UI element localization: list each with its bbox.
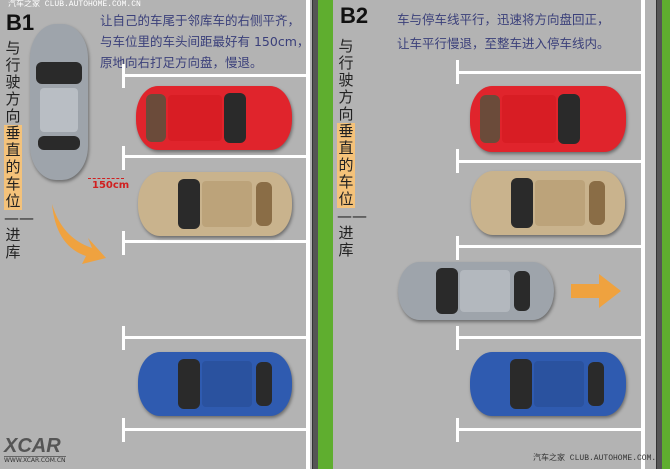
instruction-line: 原地向右打足方向盘，慢退。 <box>100 55 263 70</box>
instructions-b1: 让自己的车尾于邻库车的右侧平齐， 与车位里的车头间距最好有 150cm， 原地向… <box>100 10 309 73</box>
blue-car <box>138 352 292 416</box>
step-title-b2: B2 <box>340 3 369 28</box>
instruction-line: 让车平行慢退，至整车进入停车线内。 <box>397 36 610 51</box>
tan-car <box>471 171 625 235</box>
curb <box>656 0 662 469</box>
spot-line <box>457 71 643 74</box>
spot-marker <box>456 418 459 442</box>
spot-line <box>457 428 643 431</box>
distance-line <box>88 178 124 179</box>
instruction-line: 让自己的车尾于邻库车的右侧平齐， <box>100 13 301 28</box>
side-label-highlight: 垂直的车位 <box>4 124 22 210</box>
spot-marker <box>456 326 459 350</box>
spot-line <box>123 74 309 77</box>
side-label-bottom: ——进库 <box>4 209 34 261</box>
spot-line <box>457 245 643 248</box>
side-label-highlight: 垂直的车位 <box>337 122 355 208</box>
panel-b2: B2 与行驶方向 垂直的车位 ——进库 车与停车线平行，迅速将方向盘回正， 让车… <box>333 0 666 469</box>
side-label-top: 与行驶方向 <box>5 39 21 125</box>
spot-line <box>123 336 309 339</box>
bottom-watermark: 汽车之家 CLUB.AUTOHOME.COM.CN <box>533 454 666 463</box>
side-label-bottom: ——进库 <box>337 207 367 259</box>
lane-line <box>641 0 645 469</box>
right-arrow-icon <box>571 274 621 308</box>
top-watermark: 汽车之家 CLUB.AUTOHOME.COM.CN <box>8 0 141 9</box>
side-label-b2: 与行驶方向 垂直的车位 ——进库 <box>337 37 367 259</box>
red-car <box>470 86 626 152</box>
spot-marker <box>122 146 125 170</box>
spot-marker <box>456 60 459 84</box>
silver-car-reversing <box>30 24 88 180</box>
blue-car <box>470 352 626 416</box>
curved-arrow-icon <box>52 204 106 264</box>
distance-label: 150cm <box>92 180 130 191</box>
logo-brand: XCAR <box>4 435 61 457</box>
lane-line <box>306 0 310 469</box>
spot-line <box>123 428 309 431</box>
spot-marker <box>122 64 125 88</box>
spot-marker <box>122 418 125 442</box>
grass-strip <box>318 0 333 469</box>
logo-url: WWW.XCAR.COM.CN <box>4 456 66 464</box>
grass-strip <box>662 0 670 469</box>
spot-line <box>457 336 643 339</box>
spot-line <box>123 240 309 243</box>
spot-marker <box>122 326 125 350</box>
silver-car-reversing <box>398 262 554 320</box>
instruction-line: 车与停车线平行，迅速将方向盘回正， <box>397 12 610 27</box>
side-label-b1: 与行驶方向 垂直的车位 ——进库 <box>4 39 34 261</box>
spot-line <box>123 155 309 158</box>
panel-b1: 汽车之家 CLUB.AUTOHOME.COM.CN B1 与行驶方向 垂直的车位… <box>0 0 312 469</box>
instruction-line: 与车位里的车头间距最好有 150cm， <box>100 34 310 49</box>
tan-car <box>138 172 292 236</box>
spot-marker <box>456 236 459 260</box>
spot-line <box>457 160 643 163</box>
red-car <box>136 86 292 150</box>
spot-marker <box>122 231 125 255</box>
instructions-b2: 车与停车线平行，迅速将方向盘回正， 让车平行慢退，至整车进入停车线内。 <box>397 8 610 56</box>
side-label-top: 与行驶方向 <box>338 37 354 123</box>
spot-marker <box>456 149 459 173</box>
step-title-b1: B1 <box>6 10 35 35</box>
xcar-logo: XCAR WWW.XCAR.COM.CN <box>4 436 66 464</box>
curb <box>312 0 318 469</box>
